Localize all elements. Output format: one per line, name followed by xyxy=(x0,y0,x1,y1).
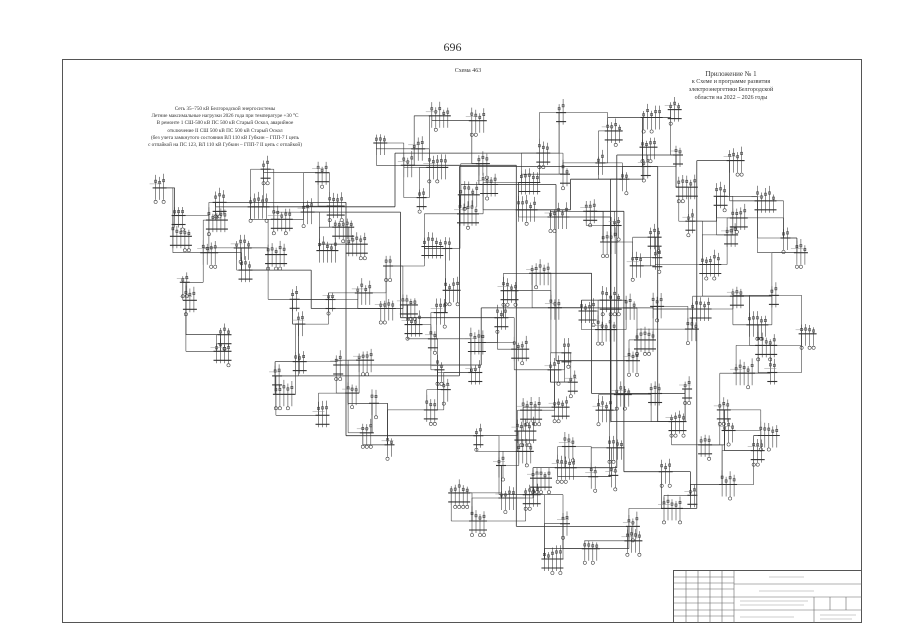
appendix-heading: Приложение № 1 xyxy=(705,70,757,78)
title-block-grid xyxy=(674,571,862,623)
caption-line: с отпайкой на ПС 123, ВЛ 110 кВ Губкин –… xyxy=(148,142,302,149)
schematic-label-ticks xyxy=(149,105,808,538)
schematic-lines xyxy=(152,97,817,575)
drawing-sheet: Схема 463 Приложение № 1 к Схеме и прогр… xyxy=(62,59,862,623)
appendix-line: электроэнергетики Белгородской xyxy=(688,87,774,93)
scheme-title: Схема 463 xyxy=(454,68,482,74)
title-block-stamp xyxy=(673,570,862,623)
appendix-line: к Схеме и программе развития xyxy=(691,79,771,85)
caption-line: В ремонте 1 СШ-500 кВ ПС 500 кВ Старый О… xyxy=(156,120,294,127)
caption-line: Летние максимальные нагрузки 2026 года п… xyxy=(151,113,299,120)
network-schematic xyxy=(149,97,817,575)
appendix-line: области на 2022 – 2026 годы xyxy=(694,95,768,101)
scheme-caption: Сеть 35–750 кВ Белгородской энергосистем… xyxy=(105,106,345,149)
appendix-note: Приложение № 1 к Схеме и программе разви… xyxy=(651,70,811,102)
page-number: 696 xyxy=(443,40,462,54)
caption-line: (без учета замкнутого состояния ВЛ 110 к… xyxy=(150,134,300,141)
caption-line: отключение II СШ 500 кВ ПС 500 кВ Старый… xyxy=(167,127,283,134)
caption-line: Сеть 35–750 кВ Белгородской энергосистем… xyxy=(174,106,276,112)
